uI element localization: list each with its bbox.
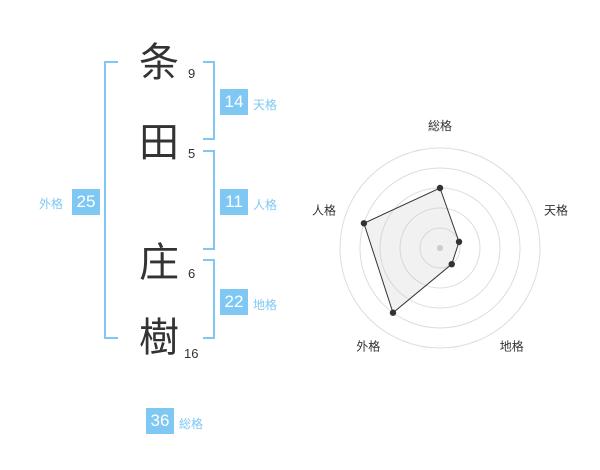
chikaku-value: 22 [220, 289, 248, 315]
stroke-count-3: 6 [188, 266, 196, 281]
radar-center [437, 245, 443, 251]
gaikaku-label: 外格 [39, 197, 64, 211]
radar-point-4 [389, 309, 397, 316]
jinkaku-label: 人格 [253, 198, 278, 212]
radar-point-5 [360, 220, 368, 227]
name-char-3: 庄 [139, 240, 179, 286]
radar-axis-label: 総格 [428, 118, 452, 133]
radar-axis-label: 人格 [312, 202, 336, 217]
radar-ring [419, 227, 461, 269]
gaikaku-value: 25 [72, 189, 100, 215]
jinkaku-value: 11 [220, 189, 248, 215]
stroke-count-2: 5 [188, 146, 196, 161]
tenkaku-bracket [203, 61, 215, 140]
jinkaku-bracket [203, 150, 215, 250]
stroke-count-4: 16 [184, 346, 199, 361]
radar-point-1 [436, 184, 444, 192]
chikaku-label: 地格 [253, 298, 278, 312]
name-char-4: 樹 [139, 315, 179, 361]
radar-point-2 [455, 238, 463, 246]
radar-axis-label: 地格 [500, 339, 524, 354]
gaikaku-bracket [104, 61, 118, 339]
radar-ring [399, 207, 481, 289]
radar-polygon [363, 187, 460, 314]
tenkaku-label: 天格 [253, 98, 278, 112]
name-char-2: 田 [139, 120, 179, 166]
radar-ring [359, 167, 521, 329]
radar-axis-label: 天格 [544, 202, 568, 217]
stroke-count-1: 9 [188, 66, 196, 81]
radar-ring [339, 147, 541, 349]
tenkaku-value: 14 [220, 89, 248, 115]
radar-point-3 [448, 260, 455, 268]
soukaku-label: 総格 [179, 417, 204, 431]
soukaku-value: 36 [146, 408, 174, 434]
name-char-1: 条 [139, 40, 179, 86]
radar-axis-label: 外格 [356, 339, 380, 354]
chikaku-bracket [203, 259, 215, 339]
